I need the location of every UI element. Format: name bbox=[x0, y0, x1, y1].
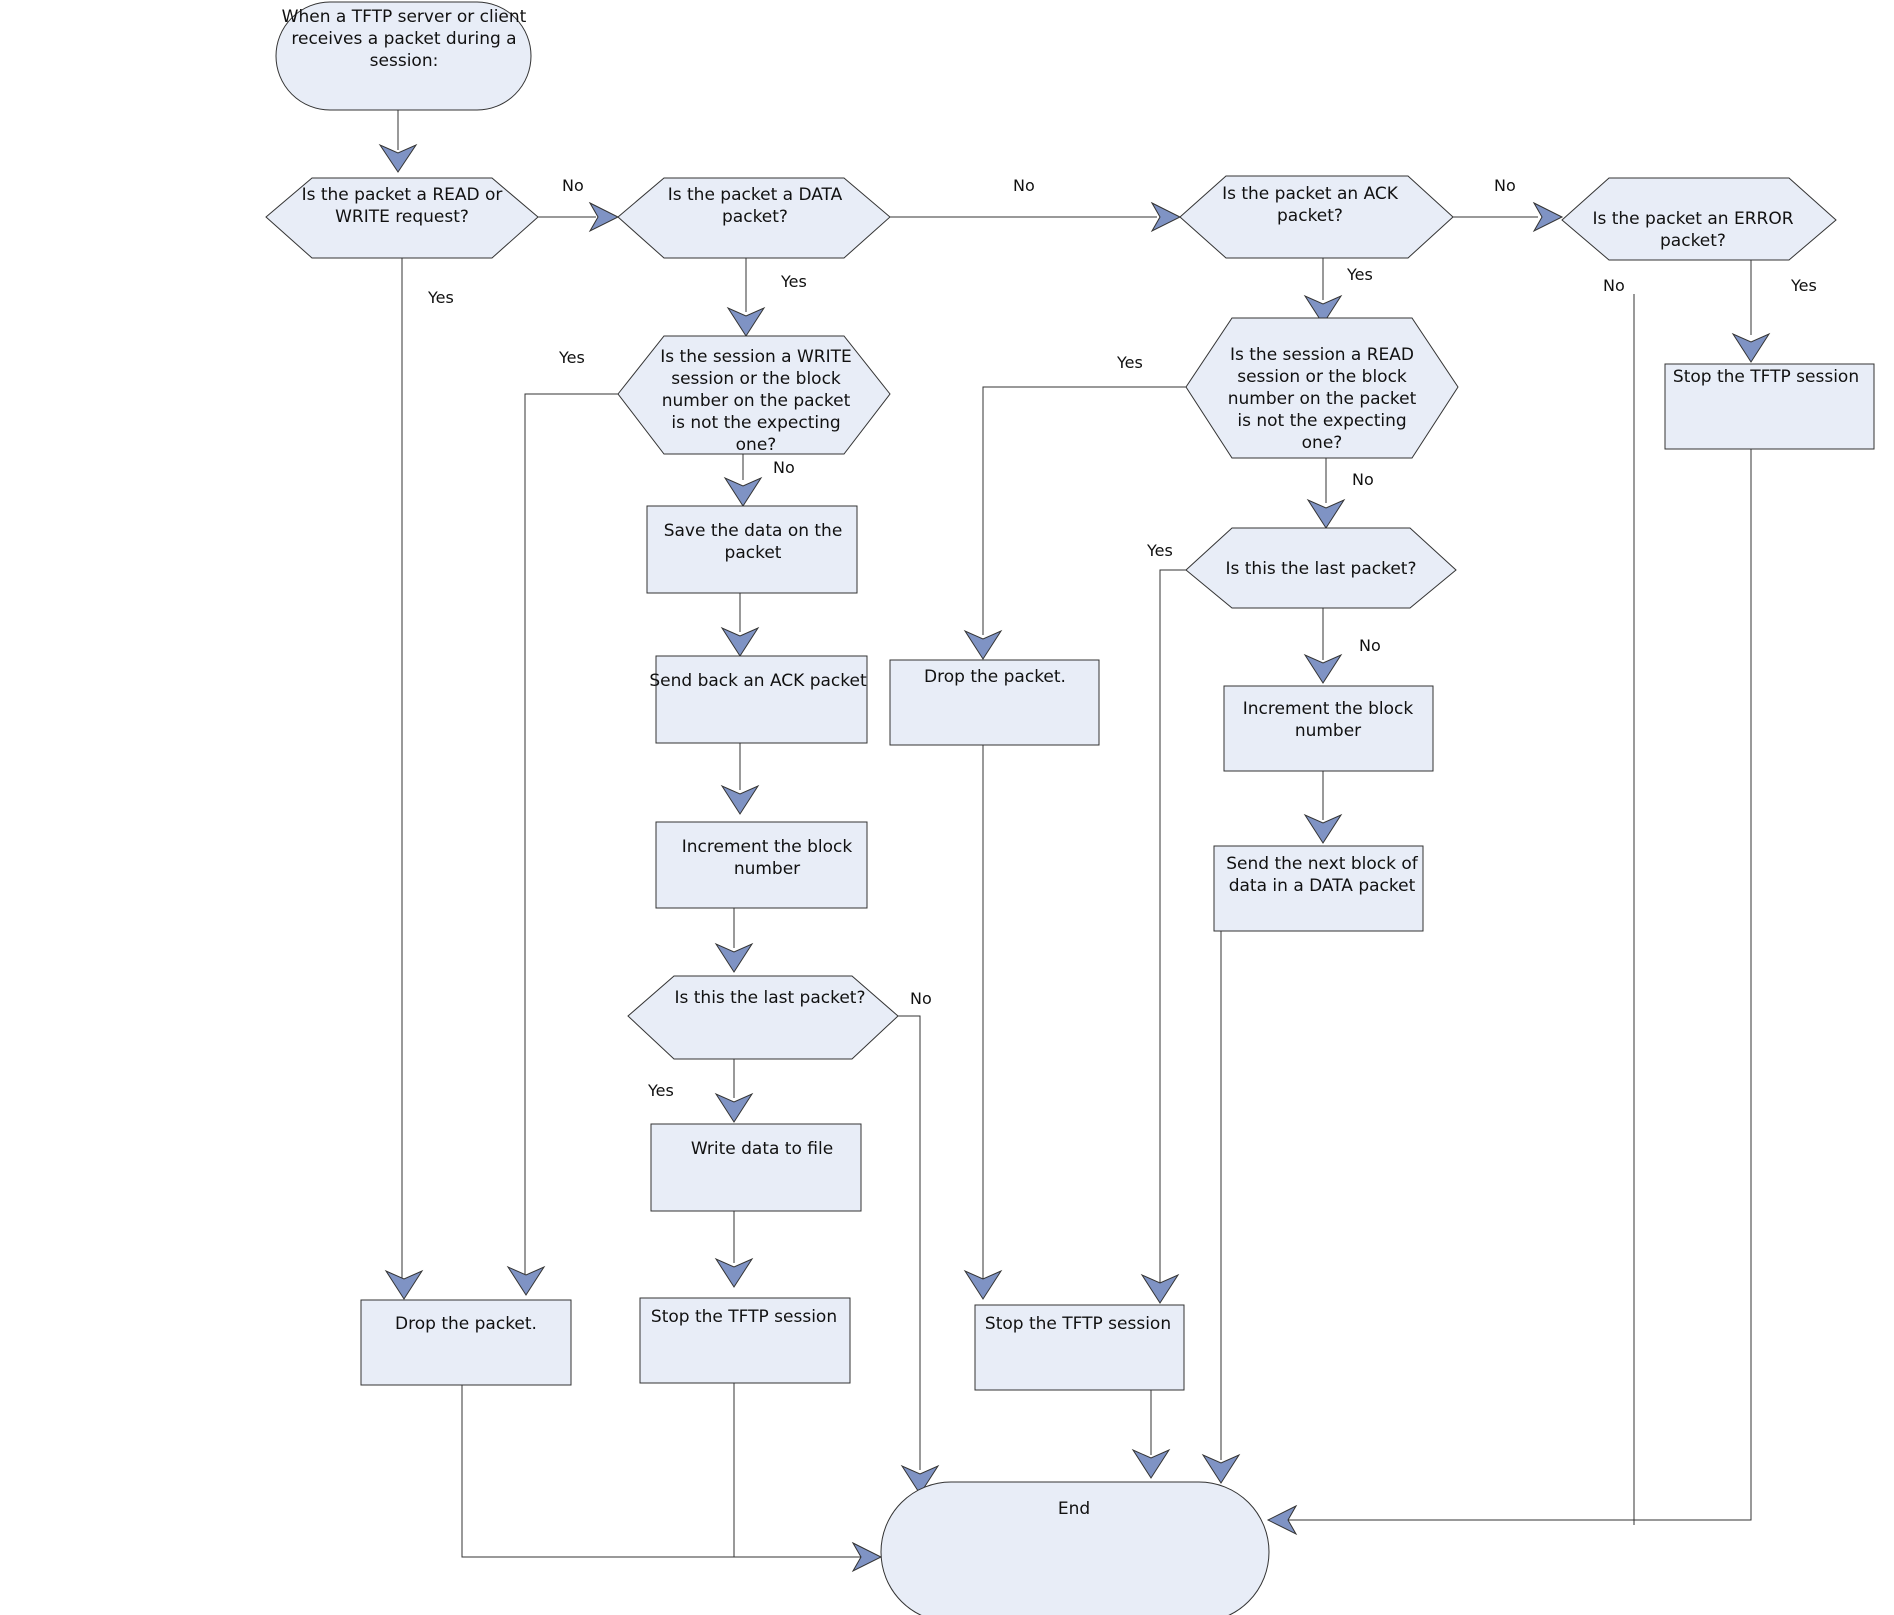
nodes bbox=[265, 1, 1875, 1615]
stop-2-label: Stop the TFTP session bbox=[985, 1314, 1171, 1334]
edge-label-yes: Yes bbox=[1116, 353, 1143, 372]
arrowhead-down bbox=[900, 1464, 940, 1495]
process-save-data bbox=[646, 505, 858, 594]
stop-1-label: Stop the TFTP session bbox=[651, 1307, 837, 1327]
arrowhead-down bbox=[1201, 1453, 1241, 1484]
edge-label-yes: Yes bbox=[1790, 276, 1817, 295]
write-file-label: Write data to file bbox=[691, 1139, 833, 1159]
edges bbox=[397, 110, 1752, 1558]
arrowhead-down bbox=[714, 1092, 754, 1123]
edge-label-no: No bbox=[562, 176, 584, 195]
arrowhead-right bbox=[1150, 201, 1182, 233]
decision-read-write bbox=[265, 177, 539, 259]
process-send-ack bbox=[655, 655, 868, 744]
edge-label-yes: Yes bbox=[558, 348, 585, 367]
end-terminator bbox=[880, 1481, 1270, 1615]
arrowhead-down bbox=[1303, 653, 1343, 684]
edge-label-yes: Yes bbox=[427, 288, 454, 307]
arrowhead-down bbox=[714, 942, 754, 973]
drop-2-label: Drop the packet. bbox=[924, 667, 1066, 687]
edge-q-read-session-yes-to-drop-2 bbox=[982, 386, 1186, 635]
process-stop-1 bbox=[639, 1297, 851, 1384]
arrowhead-down bbox=[723, 476, 763, 507]
arrowhead-right bbox=[1532, 201, 1564, 233]
arrowheads bbox=[378, 143, 1771, 1573]
arrowhead-right bbox=[588, 201, 620, 233]
decision-ack bbox=[1179, 175, 1454, 259]
arrowhead-down bbox=[1306, 498, 1346, 529]
stop-3-label: Stop the TFTP session bbox=[1673, 367, 1859, 387]
decision-last-2-label: Is this the last packet? bbox=[1225, 559, 1416, 579]
arrowhead-right bbox=[851, 1541, 883, 1573]
edge-q-last-2-yes-to-stop-2 bbox=[1159, 569, 1186, 1290]
drop-1-label: Drop the packet. bbox=[395, 1314, 537, 1334]
edge-q-write-session-yes-to-drop-1 bbox=[524, 393, 618, 1283]
decision-last-1-label: Is this the last packet? bbox=[674, 988, 865, 1008]
arrowhead-down bbox=[1303, 813, 1343, 844]
arrowhead-down bbox=[378, 143, 418, 173]
edge-q-last-no-to-end bbox=[898, 1015, 921, 1470]
arrowhead-down bbox=[720, 626, 760, 657]
process-drop-1 bbox=[360, 1299, 572, 1386]
decision-last-2 bbox=[1185, 527, 1457, 609]
arrowhead-down bbox=[1140, 1273, 1180, 1304]
decision-read-session bbox=[1185, 317, 1459, 459]
process-write-file bbox=[650, 1123, 862, 1212]
edge-label-no: No bbox=[910, 989, 932, 1008]
edge-label-no: No bbox=[773, 458, 795, 477]
edge-drop-1-to-end bbox=[461, 1385, 864, 1558]
edge-label-yes: Yes bbox=[1146, 541, 1173, 560]
process-inc-block-1 bbox=[655, 821, 868, 909]
arrowhead-down bbox=[384, 1269, 424, 1300]
decision-write-session bbox=[617, 335, 891, 455]
process-stop-3 bbox=[1664, 363, 1875, 450]
edge-label-no: No bbox=[1013, 176, 1035, 195]
arrowhead-down bbox=[1131, 1448, 1171, 1479]
edge-label-no: No bbox=[1359, 636, 1381, 655]
edge-label-no: No bbox=[1494, 176, 1516, 195]
edge-stop-3-to-end bbox=[1285, 449, 1752, 1521]
arrowhead-down bbox=[726, 306, 766, 337]
process-drop-2 bbox=[889, 659, 1100, 746]
arrowhead-left bbox=[1266, 1504, 1298, 1536]
process-send-next bbox=[1213, 845, 1424, 932]
edge-label-no: No bbox=[1352, 470, 1374, 489]
start-terminator bbox=[275, 1, 532, 111]
arrowhead-down bbox=[720, 784, 760, 815]
edge-label-yes: Yes bbox=[1346, 265, 1373, 284]
edge-label-yes: Yes bbox=[647, 1081, 674, 1100]
arrowhead-down bbox=[506, 1265, 546, 1296]
decision-data bbox=[617, 177, 891, 259]
arrowhead-down bbox=[963, 1269, 1003, 1300]
arrowhead-down bbox=[714, 1257, 754, 1288]
arrowhead-down bbox=[1303, 294, 1343, 325]
edge-label-no: No bbox=[1603, 276, 1625, 295]
process-stop-2 bbox=[974, 1304, 1185, 1391]
edge-label-yes: Yes bbox=[780, 272, 807, 291]
decision-error bbox=[1561, 177, 1837, 261]
process-inc-block-2 bbox=[1223, 685, 1434, 772]
end-label: End bbox=[1058, 1499, 1090, 1519]
arrowhead-down bbox=[963, 629, 1003, 660]
edge-labels: No No No Yes Yes Yes No No Yes Yes Yes N… bbox=[427, 176, 1817, 1100]
decision-last-1 bbox=[627, 975, 899, 1060]
arrowhead-down bbox=[1731, 332, 1771, 363]
send-ack-label: Send back an ACK packet bbox=[649, 671, 867, 691]
